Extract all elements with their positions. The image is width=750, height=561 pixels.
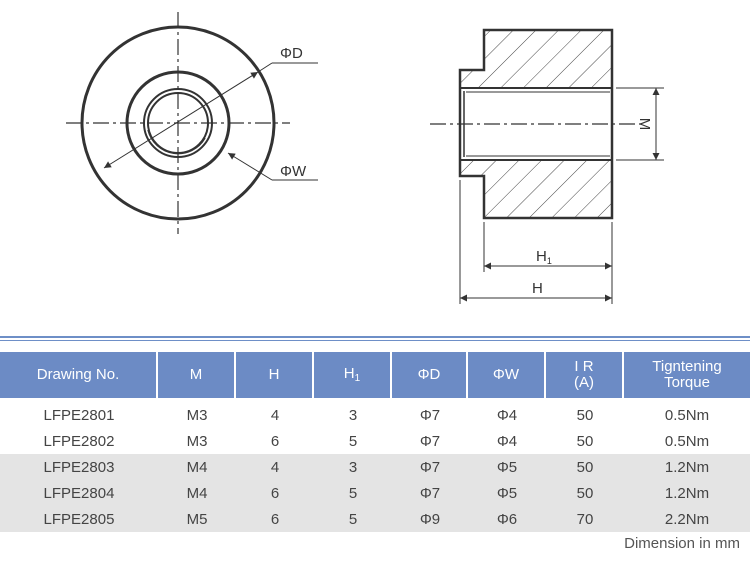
cell-m: M4 <box>158 480 236 506</box>
cell-torque: 2.2Nm <box>624 506 750 532</box>
cell-torque: 1.2Nm <box>624 480 750 506</box>
section-view <box>430 28 664 304</box>
col-phi-d: ΦD <box>392 352 468 398</box>
cell-phi-w: Φ4 <box>496 406 518 424</box>
phi-d-label: ΦD <box>280 45 303 62</box>
cell-phi-w: Φ5 <box>468 480 546 506</box>
cell-ir: 50 <box>576 432 594 450</box>
cell-ir: 50 <box>576 406 594 424</box>
cell-phi-w: Φ5 <box>468 454 546 480</box>
col-m: M <box>158 352 236 398</box>
cell-torque: 1.2Nm <box>624 454 750 480</box>
phi-w-label: ΦW <box>280 163 307 180</box>
cell-drawing-no: LFPE2803 <box>0 454 158 480</box>
dimension-note: Dimension in mm <box>624 535 740 552</box>
table-header-row: Drawing No. M H H1 ΦD ΦW I R(A) Tignteni… <box>0 352 750 398</box>
cell-h: 6 <box>236 506 314 532</box>
cell-m: M3 <box>186 432 208 450</box>
col-drawing-no: Drawing No. <box>0 352 158 398</box>
m-label: M <box>636 118 653 131</box>
table-row: LFPE2805 M5 6 5 Φ9 Φ6 70 2.2Nm <box>0 506 750 532</box>
cell-drawing-no: LFPE2802 <box>43 432 115 450</box>
col-ir: I R(A) <box>546 352 624 398</box>
cell-h1: 5 <box>348 432 358 450</box>
cell-h: 4 <box>236 454 314 480</box>
cell-drawing-no: LFPE2804 <box>0 480 158 506</box>
cell-phi-d: Φ7 <box>392 480 468 506</box>
cell-phi-d: Φ9 <box>392 506 468 532</box>
cell-h1: 5 <box>314 480 392 506</box>
cell-torque: 0.5Nm <box>664 432 710 450</box>
cell-h1: 5 <box>314 506 392 532</box>
cell-phi-d: Φ7 <box>419 432 441 450</box>
divider-bottom <box>0 340 750 341</box>
spec-table: Drawing No. M H H1 ΦD ΦW I R(A) Tignteni… <box>0 352 750 532</box>
table-row: LFPE2802 M3 6 5 Φ7 Φ4 50 0.5Nm <box>0 428 750 454</box>
cell-ir: 50 <box>546 480 624 506</box>
technical-drawing: ΦD ΦW M H1 H <box>66 12 664 304</box>
table-row: LFPE2801 M3 4 3 Φ7 Φ4 50 0.5Nm <box>0 398 750 428</box>
front-view <box>66 12 318 234</box>
cell-ir: 50 <box>546 454 624 480</box>
cell-phi-d: Φ7 <box>392 454 468 480</box>
cell-phi-d: Φ7 <box>419 406 441 424</box>
col-h: H <box>236 352 314 398</box>
col-phi-w: ΦW <box>468 352 546 398</box>
cell-phi-w: Φ6 <box>468 506 546 532</box>
cell-m: M5 <box>158 506 236 532</box>
cell-phi-w: Φ4 <box>496 432 518 450</box>
cell-h: 6 <box>270 432 280 450</box>
h-label: H <box>532 280 543 297</box>
cell-torque: 0.5Nm <box>664 406 710 424</box>
cell-drawing-no: LFPE2801 <box>43 406 115 424</box>
cell-drawing-no: LFPE2805 <box>0 506 158 532</box>
cell-m: M4 <box>158 454 236 480</box>
divider-top <box>0 336 750 338</box>
cell-h1: 3 <box>348 406 358 424</box>
col-h1: H1 <box>314 352 392 398</box>
cell-ir: 70 <box>546 506 624 532</box>
cell-m: M3 <box>186 406 208 424</box>
table-row: LFPE2804 M4 6 5 Φ7 Φ5 50 1.2Nm <box>0 480 750 506</box>
cell-h: 6 <box>236 480 314 506</box>
h1-label: H1 <box>536 248 552 266</box>
cell-h: 4 <box>270 406 280 424</box>
cell-h1: 3 <box>314 454 392 480</box>
table-row: LFPE2803 M4 4 3 Φ7 Φ5 50 1.2Nm <box>0 454 750 480</box>
